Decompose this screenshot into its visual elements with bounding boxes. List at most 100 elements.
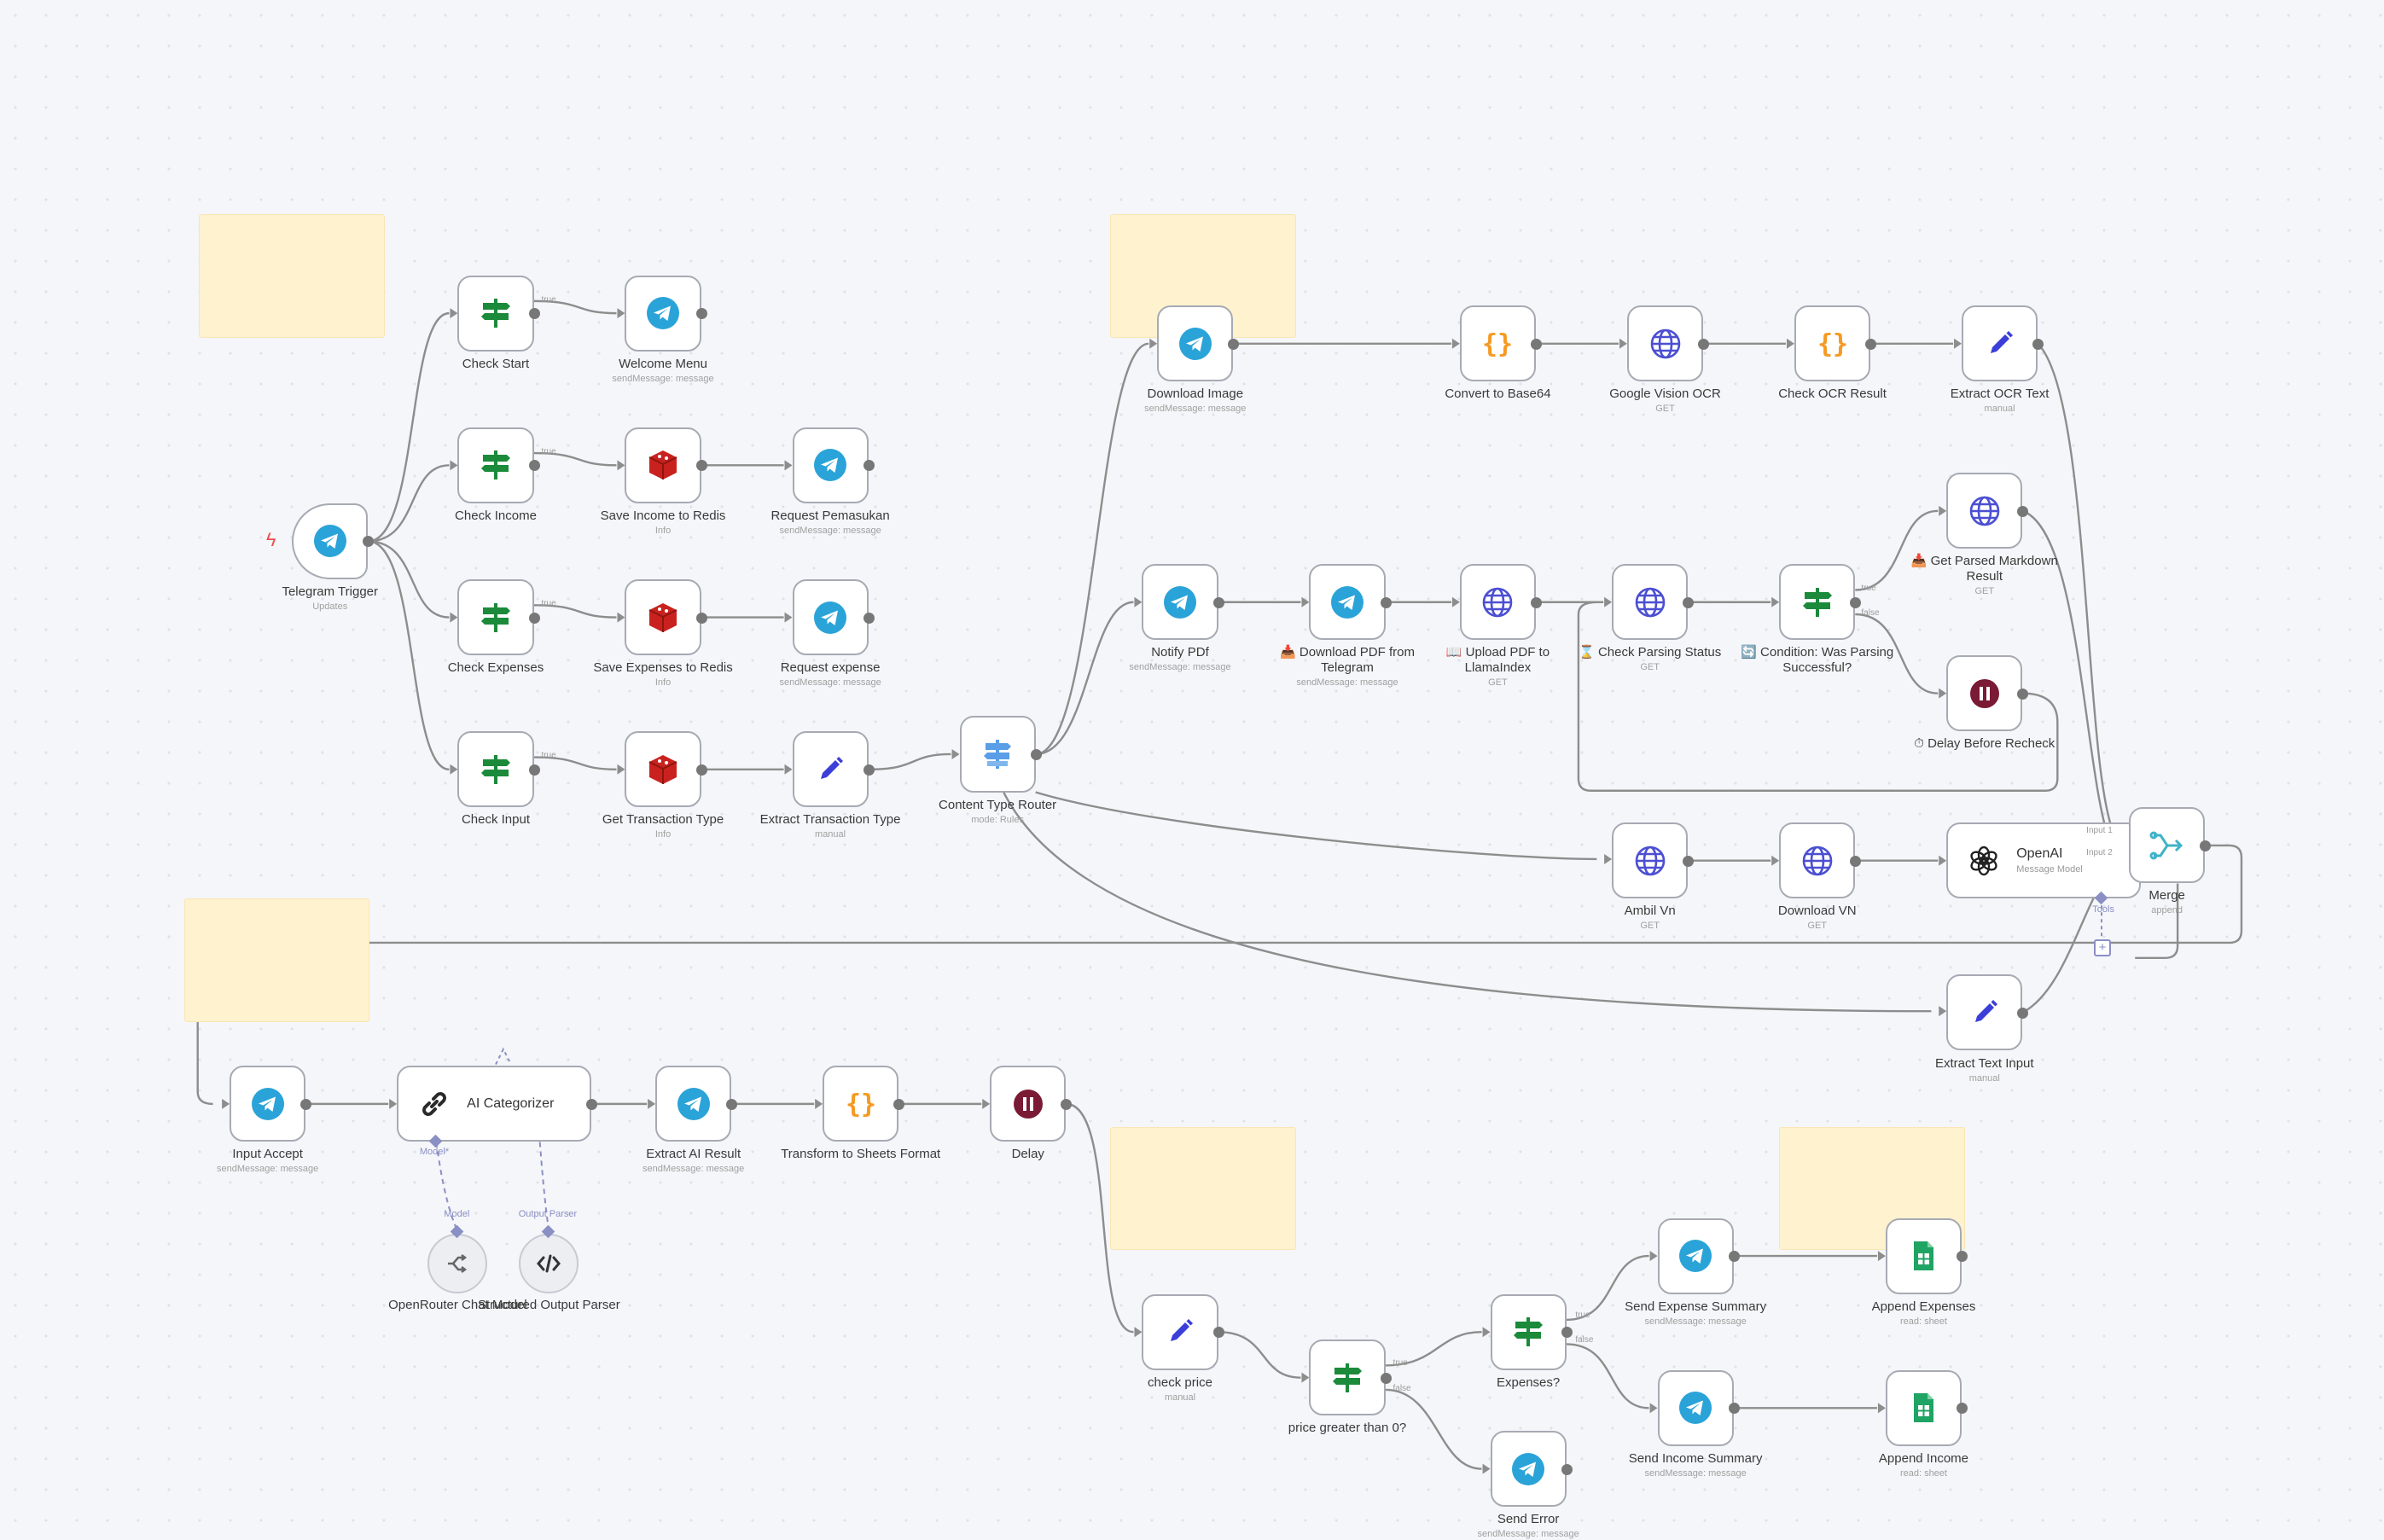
output-port[interactable]: [1728, 1251, 1740, 1263]
output-port[interactable]: [1030, 748, 1042, 760]
output-port[interactable]: [1683, 596, 1695, 608]
output-port[interactable]: [1561, 1327, 1573, 1339]
output-port[interactable]: [1531, 338, 1543, 350]
node-save-expenses[interactable]: [625, 579, 701, 656]
node-download-vn[interactable]: [1779, 822, 1856, 899]
sticky-note[interactable]: [183, 898, 370, 1022]
node-extract-transaction-type[interactable]: [792, 731, 869, 808]
output-port[interactable]: [1865, 338, 1877, 350]
node-check-input[interactable]: [457, 731, 534, 808]
node-download-image[interactable]: [1157, 305, 1234, 382]
node-ambil-vn[interactable]: [1612, 822, 1689, 899]
output-port[interactable]: [528, 460, 540, 472]
output-port[interactable]: [1212, 1327, 1224, 1339]
node-delay[interactable]: [990, 1066, 1067, 1142]
node-delay-before-recheck[interactable]: [1946, 655, 2023, 732]
node-append-expenses[interactable]: [1885, 1217, 1962, 1294]
output-port[interactable]: [1380, 596, 1392, 608]
output-port[interactable]: [2032, 338, 2044, 350]
node-send-expense-summary[interactable]: [1657, 1217, 1734, 1294]
output-port[interactable]: [528, 308, 540, 320]
node-ai-categorizer[interactable]: AI Categorizer: [397, 1066, 592, 1142]
output-port[interactable]: [2200, 840, 2212, 851]
output-port[interactable]: [695, 612, 707, 624]
output-port[interactable]: [1061, 1098, 1073, 1110]
output-port[interactable]: [300, 1098, 312, 1110]
connection-line: [1385, 1331, 1482, 1367]
node-save-income[interactable]: [625, 427, 701, 503]
node-extract-ocr-text[interactable]: [1962, 305, 2038, 382]
output-port[interactable]: [2017, 1007, 2029, 1019]
node-convert-base64[interactable]: {}: [1459, 305, 1537, 382]
node-structured-parser[interactable]: [519, 1234, 579, 1293]
add-tool-button[interactable]: +: [2094, 939, 2111, 957]
sticky-note[interactable]: [199, 214, 386, 338]
node-request-expense[interactable]: [792, 579, 869, 656]
node-check-price[interactable]: [1142, 1293, 1218, 1370]
node-send-income-summary[interactable]: [1657, 1369, 1734, 1446]
output-port[interactable]: [1683, 855, 1695, 867]
node-label: Telegram Trigger: [282, 584, 378, 600]
node-merge[interactable]: [2129, 807, 2206, 884]
node-check-ocr-result[interactable]: {}: [1794, 305, 1871, 382]
node-append-income[interactable]: [1885, 1369, 1962, 1446]
output-port[interactable]: [695, 764, 707, 776]
node-check-parsing-status[interactable]: [1612, 564, 1689, 641]
connection-line: [368, 464, 450, 543]
output-port[interactable]: [2017, 505, 2029, 517]
output-port[interactable]: [893, 1098, 905, 1110]
output-port[interactable]: [363, 536, 375, 548]
redis-cube-icon: [645, 600, 681, 636]
node-upload-pdf[interactable]: [1459, 564, 1537, 641]
node-download-pdf[interactable]: [1309, 564, 1386, 641]
node-notify-pdf[interactable]: [1142, 564, 1218, 641]
node-expenses-q[interactable]: [1490, 1293, 1567, 1370]
output-port[interactable]: [863, 764, 875, 776]
output-port[interactable]: [586, 1098, 598, 1110]
output-port[interactable]: [863, 612, 875, 624]
sticky-note[interactable]: [1110, 1126, 1296, 1251]
output-port[interactable]: [695, 460, 707, 472]
output-port[interactable]: [1957, 1403, 1968, 1415]
output-port[interactable]: [1957, 1251, 1968, 1263]
output-port[interactable]: [528, 612, 540, 624]
node-check-expenses[interactable]: [457, 579, 534, 656]
output-port[interactable]: [1531, 596, 1543, 608]
connection-line: [196, 844, 2243, 1106]
output-port[interactable]: [2017, 688, 2029, 700]
output-port[interactable]: [1380, 1372, 1392, 1384]
output-port[interactable]: [695, 308, 707, 320]
output-port[interactable]: [1228, 338, 1240, 350]
node-send-error[interactable]: [1490, 1431, 1567, 1508]
node-transform-sheets[interactable]: {}: [823, 1066, 899, 1142]
openai-logo-icon: [1967, 844, 2001, 878]
output-port[interactable]: [1698, 338, 1710, 350]
output-port[interactable]: [863, 460, 875, 472]
output-port[interactable]: [726, 1098, 738, 1110]
node-request-pemasukan[interactable]: [792, 427, 869, 503]
output-port[interactable]: [1212, 596, 1224, 608]
node-label: price greater than 0?: [1288, 1421, 1407, 1436]
output-port[interactable]: [1850, 596, 1862, 608]
output-port[interactable]: [1561, 1463, 1573, 1475]
node-condition-parsing[interactable]: [1779, 564, 1856, 641]
node-check-income[interactable]: [457, 427, 534, 503]
node-extract-text-input[interactable]: [1946, 974, 2023, 1051]
node-extract-ai-result[interactable]: [655, 1066, 732, 1142]
node-get-transaction-type[interactable]: [625, 731, 701, 808]
node-openrouter-model[interactable]: [427, 1234, 488, 1293]
output-port[interactable]: [528, 764, 540, 776]
node-input-accept[interactable]: [230, 1066, 306, 1142]
node-telegram-trigger[interactable]: [292, 503, 369, 580]
node-content-type-router[interactable]: [959, 716, 1036, 793]
node-check-start[interactable]: [457, 275, 534, 352]
output-port[interactable]: [1850, 855, 1862, 867]
node-price-greater[interactable]: [1309, 1340, 1386, 1416]
node-google-vision-ocr[interactable]: [1626, 305, 1704, 382]
node-welcome-menu[interactable]: [625, 275, 701, 352]
node-get-parsed-markdown[interactable]: [1946, 473, 2023, 549]
output-port[interactable]: [1728, 1403, 1740, 1415]
